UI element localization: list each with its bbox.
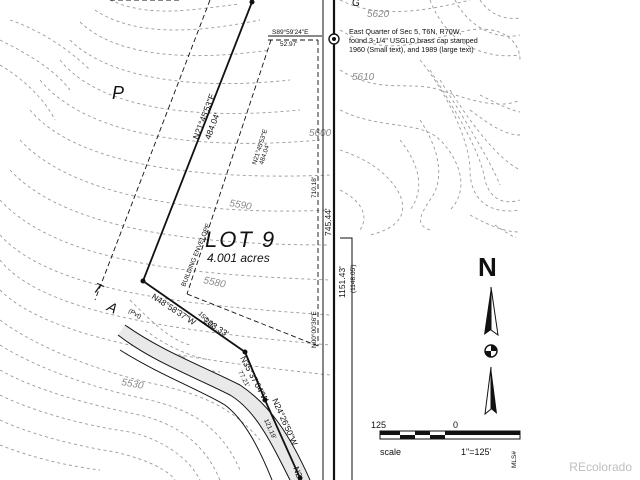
edge-fragment-top: G bbox=[352, 0, 360, 9]
scale-right-value: 0 bbox=[453, 420, 458, 430]
envelope-west-line bbox=[186, 39, 272, 295]
corner-monument bbox=[242, 349, 248, 355]
edge-fragment-p: P bbox=[112, 83, 124, 103]
east-distance-a: 745.44' bbox=[323, 208, 333, 236]
contour-label-5620: 5620 bbox=[367, 9, 390, 20]
north-arrow-tail-dark bbox=[491, 367, 497, 414]
north-arrow-head-dark bbox=[484, 287, 491, 335]
curve-segment-b bbox=[264, 399, 301, 479]
contour-label-5580: 5580 bbox=[202, 275, 226, 290]
side-text: MLS# bbox=[511, 451, 518, 468]
contour-lines bbox=[0, 0, 521, 480]
scale-left-value: 125 bbox=[371, 420, 386, 430]
note-line-3: 1960 (Small text), and 1989 (large text) bbox=[349, 45, 474, 54]
east-inner-distance: 710.18' bbox=[311, 177, 318, 198]
west-boundary-line bbox=[142, 1, 253, 282]
north-arrow-letter: N bbox=[478, 252, 497, 282]
lot-title: LOT 9 bbox=[205, 227, 276, 252]
note-line-2: found 3-1/4" USGLO brass cap stamped bbox=[349, 36, 478, 45]
blank-area-edge bbox=[340, 237, 353, 480]
watermark: REcolorado bbox=[569, 460, 632, 474]
section-corner-note: East Quarter of Sec 5, T6N, R70W, found … bbox=[349, 27, 478, 54]
north-arrow: N bbox=[478, 252, 499, 416]
outer-west-dashline bbox=[94, 0, 211, 301]
section-corner-marker bbox=[328, 33, 340, 45]
east-distance-b-record: (1148.05') bbox=[350, 264, 357, 293]
north-arrow-head-light bbox=[490, 286, 499, 337]
road-band bbox=[118, 325, 310, 480]
scale-ratio: 1"=125' bbox=[461, 447, 491, 457]
top-bearing: S89°59'24"E bbox=[272, 28, 309, 36]
road bbox=[117, 324, 311, 480]
curve-c-bearing: N2 bbox=[291, 465, 304, 479]
contour-label-5530: 5530 bbox=[120, 377, 144, 392]
contour-label-5600: 5600 bbox=[309, 128, 332, 139]
lot-boundary bbox=[94, 0, 322, 480]
east-distance-b: 1151.43' bbox=[337, 266, 347, 298]
corner-monument bbox=[140, 278, 146, 284]
contour-label-5590: 5590 bbox=[228, 198, 252, 213]
corner-monument bbox=[249, 0, 255, 5]
road-edge-outer bbox=[119, 349, 273, 480]
corner-monument bbox=[297, 475, 303, 480]
curve-segment-a bbox=[244, 351, 266, 401]
note-line-1: East Quarter of Sec 5, T6N, R70W, bbox=[349, 27, 461, 36]
scale-bar: 125 0 scale 1"=125' bbox=[371, 420, 521, 457]
east-inner-bearing: N00°00'36"E bbox=[310, 310, 318, 348]
road-edge-north bbox=[124, 324, 311, 480]
lot-area: 4.001 acres bbox=[207, 251, 270, 265]
scale-label: scale bbox=[380, 447, 401, 457]
south-boundary-line bbox=[142, 280, 246, 353]
road-edge-south bbox=[117, 334, 291, 480]
blank-area bbox=[352, 238, 520, 480]
contour-label-5610: 5610 bbox=[352, 72, 375, 83]
corner-monument bbox=[262, 397, 268, 403]
top-distance: 52.97' bbox=[280, 41, 298, 48]
